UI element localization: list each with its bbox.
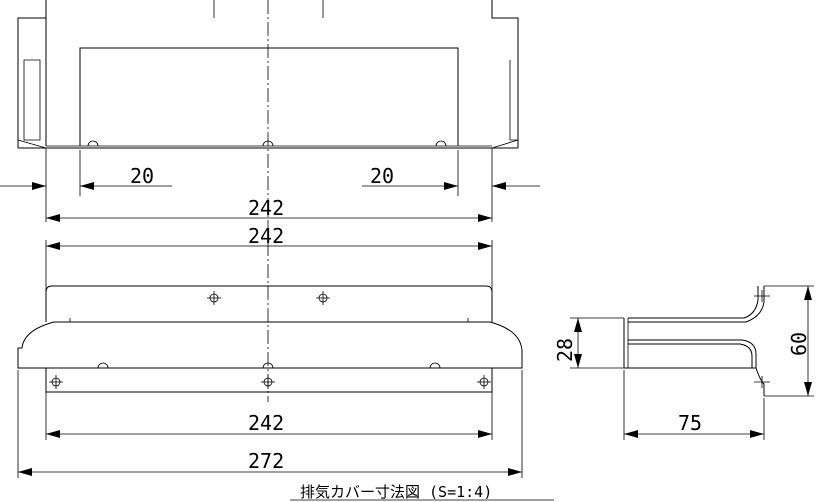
side-view [623, 286, 770, 396]
top-width-label: 242 [248, 196, 284, 220]
front-overall-width-label: 272 [248, 449, 284, 473]
top-view [17, 0, 519, 149]
left-offset-label: 20 [130, 164, 154, 188]
offset-dimensions [0, 148, 540, 222]
right-offset-label: 20 [370, 164, 394, 188]
side-inner-height-dimension [570, 317, 624, 369]
front-upper-width-dimension [45, 240, 493, 300]
side-depth-dimension [623, 370, 765, 440]
side-inner-height-label: 28 [553, 338, 577, 362]
top-width-dimension [46, 214, 492, 222]
front-lower-width-label: 242 [248, 411, 284, 435]
side-depth-label: 75 [678, 411, 702, 435]
front-lower-width-dimension [45, 392, 493, 440]
side-total-height-dimension [764, 285, 814, 397]
front-upper-width-label: 242 [248, 224, 284, 248]
side-total-height-label: 60 [787, 332, 811, 356]
front-view [17, 285, 523, 393]
drawing-caption: 排気カバー寸法図 (S=1:4) [300, 483, 492, 501]
front-overall-width-dimension [17, 370, 523, 478]
